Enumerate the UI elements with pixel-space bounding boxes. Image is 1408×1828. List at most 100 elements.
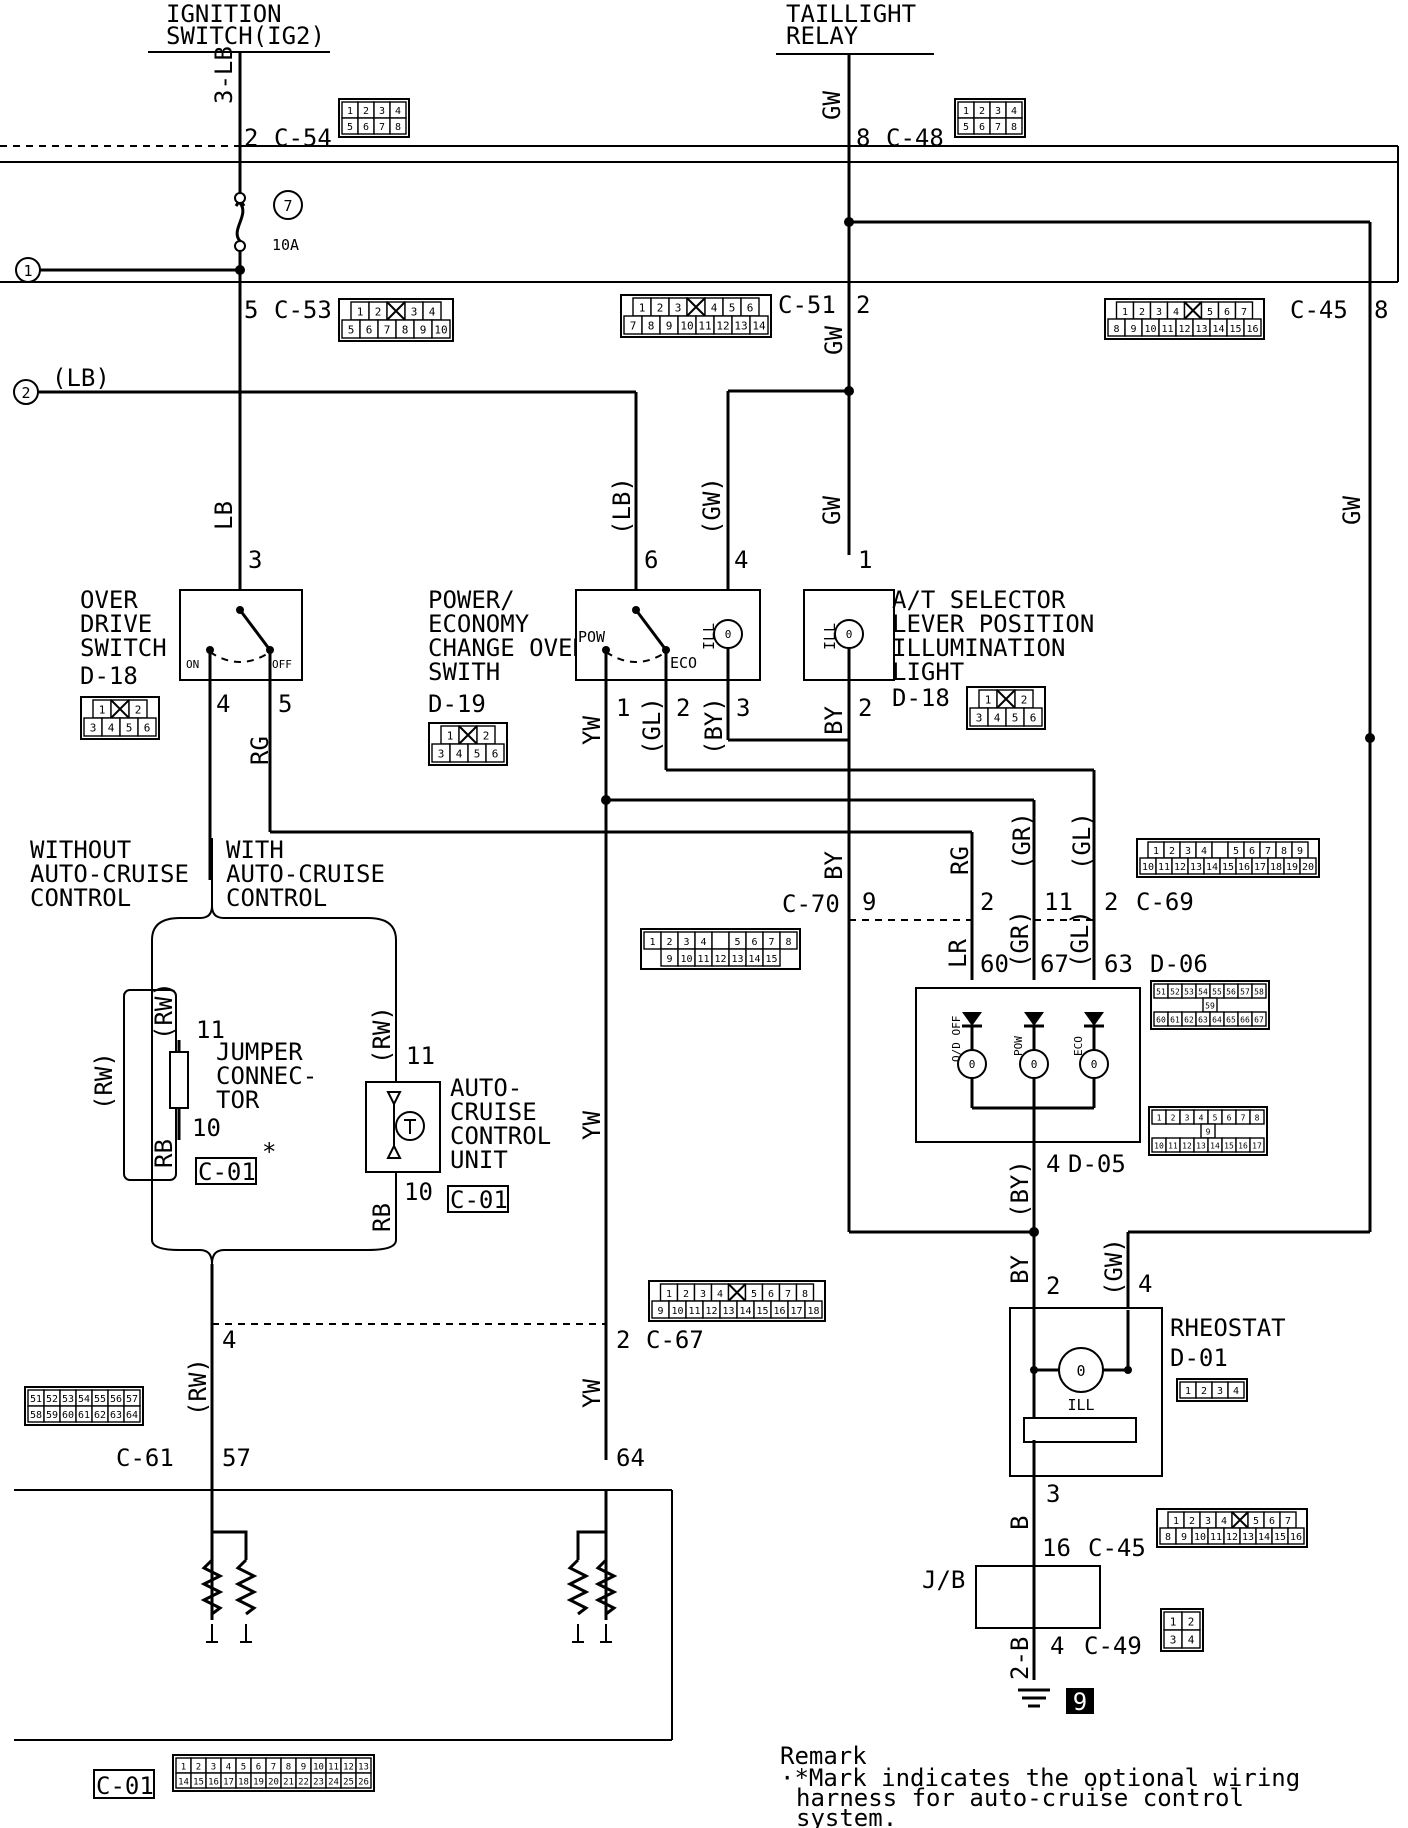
pin-number: 14 (748, 954, 760, 965)
svg-text:D-18: D-18 (892, 684, 950, 712)
svg-text:C-01: C-01 (96, 1772, 154, 1800)
svg-text:(GW): (GW) (1100, 1238, 1128, 1296)
pin-number: 59 (46, 1410, 58, 1421)
pin-number: 2 (1188, 1616, 1195, 1629)
pin-number: 9 (657, 1306, 663, 1317)
pin-number: 1 (1185, 1386, 1191, 1397)
svg-text:LB: LB (210, 501, 238, 530)
pin-number: 10 (680, 954, 692, 965)
svg-text:2: 2 (676, 694, 690, 722)
pin-number: 4 (1011, 106, 1017, 117)
pin-number: 2 (363, 106, 369, 117)
jumper-connector: (RW) (RW) 11 10 RB JUMPER CONNEC- TOR C-… (90, 982, 317, 1186)
pin-cell (804, 1300, 823, 1319)
pin-number: 6 (256, 1762, 261, 1772)
pin-number: 15 (765, 954, 777, 965)
pin-number: 4 (108, 722, 115, 735)
svg-text:11: 11 (196, 1016, 225, 1044)
pin-number: 24 (328, 1777, 339, 1787)
pin-number: 1 (1170, 1616, 1177, 1629)
pin-number: 60 (62, 1410, 74, 1421)
svg-text:2: 2 (856, 291, 870, 319)
pin-number: 10 (671, 1306, 683, 1317)
pin-number: 8 (1165, 1532, 1171, 1543)
svg-text:system.: system. (796, 1804, 897, 1828)
pin-number: 7 (630, 320, 637, 333)
pin-cell (762, 948, 781, 967)
pin-number: 13 (722, 1306, 734, 1317)
svg-text:Remark: Remark (780, 1742, 867, 1770)
pin-number: 14 (178, 1777, 189, 1787)
pin-number: 2 (483, 730, 490, 743)
pin-number: 13 (358, 1762, 369, 1772)
pin-number: 2 (666, 937, 672, 948)
pin-cell (137, 717, 157, 737)
svg-text:(RW): (RW) (90, 1052, 118, 1110)
svg-text:UNIT: UNIT (450, 1146, 508, 1174)
pin-number: 11 (328, 1762, 339, 1772)
svg-text:B: B (1006, 1516, 1034, 1530)
pin-number: 3 (683, 937, 689, 948)
svg-text:OFF: OFF (272, 658, 292, 671)
pin-number: 4 (395, 106, 401, 117)
pin-number: 4 (1233, 1386, 1239, 1397)
svg-text:ILL: ILL (1067, 1396, 1094, 1414)
pin-number: 13 (1196, 1142, 1206, 1151)
c61-label: C-61 (116, 1444, 174, 1472)
svg-text:8: 8 (856, 124, 870, 152)
auto-cruise-control-unit: (RW) 11 AUTO- CRUISE CONTROL UNIT 10 RB … (365, 1006, 551, 1232)
svg-text:(BY): (BY) (700, 697, 728, 755)
svg-text:WITHOUT: WITHOUT (30, 836, 131, 864)
pin-number: 3 (1185, 1114, 1190, 1123)
pin-number: 11 (688, 1306, 700, 1317)
pin-number: 64 (1212, 1016, 1222, 1025)
pin-number: 10 (680, 320, 693, 333)
pin-number: 2 (1201, 1386, 1207, 1397)
pin-number: 6 (1249, 846, 1255, 857)
pin-number: 53 (1184, 988, 1194, 997)
svg-text:2: 2 (980, 888, 994, 916)
pin-number: 62 (1184, 1016, 1194, 1025)
svg-text:3: 3 (1046, 1480, 1060, 1508)
svg-text:0: 0 (846, 628, 853, 641)
pin-number: 63 (1198, 1016, 1208, 1025)
svg-text:(GL): (GL) (638, 697, 666, 755)
svg-text:0: 0 (1076, 1362, 1085, 1380)
pin-number: 55 (94, 1394, 106, 1405)
pin-number: 1 (639, 302, 646, 315)
pin-number: 58 (30, 1410, 42, 1421)
pin-number: 2 (1171, 1114, 1176, 1123)
pin-number: 6 (366, 324, 373, 337)
svg-text:10A: 10A (272, 236, 299, 254)
pin-number: 8 (1281, 846, 1287, 857)
pin-number: 51 (30, 1394, 42, 1405)
pin-number: 2 (135, 704, 142, 717)
pin-number: 9 (666, 954, 672, 965)
svg-text:4: 4 (1050, 1632, 1064, 1660)
svg-text:SWITH: SWITH (428, 658, 500, 686)
pin-number: 13 (1242, 1532, 1254, 1543)
pin-number: 4 (717, 1289, 723, 1300)
svg-text:YW: YW (578, 1379, 606, 1408)
svg-text:D-01: D-01 (1170, 1344, 1228, 1372)
pin-number: 18 (238, 1777, 249, 1787)
svg-text:DRIVE: DRIVE (80, 610, 152, 638)
c49-label: C-49 (1084, 1632, 1142, 1660)
pin-number: 14 (1212, 324, 1224, 335)
svg-text:AUTO-: AUTO- (450, 1074, 522, 1102)
pin-number: 5 (348, 324, 355, 337)
pin-number: 2 (196, 1762, 201, 1772)
pin-number: 17 (1254, 862, 1266, 873)
pin-number: 8 (1113, 324, 1119, 335)
c67-label: C-67 (646, 1326, 704, 1354)
c70-label: C-70 (782, 890, 840, 918)
pin-number: 54 (78, 1394, 90, 1405)
pin-number: 64 (126, 1410, 138, 1421)
svg-text:63: 63 (1104, 950, 1133, 978)
svg-text:4: 4 (222, 1326, 236, 1354)
pin-number: 1 (447, 730, 454, 743)
